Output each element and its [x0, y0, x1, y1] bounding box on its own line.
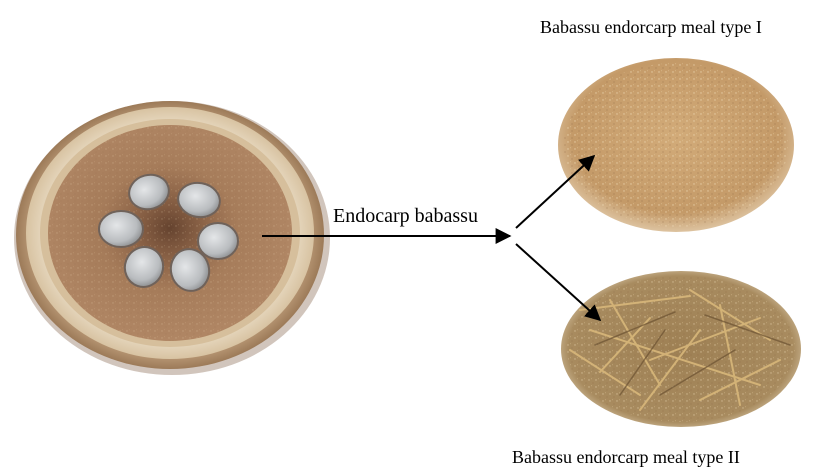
meal-type-2-image [561, 271, 801, 427]
endocarp-label: Endocarp babassu [333, 206, 478, 226]
almond-seed [99, 211, 143, 247]
meal-type-2-label: Babassu endorcarp meal type II [512, 448, 740, 466]
meal-type-1-label: Babassu endorcarp meal type I [540, 18, 762, 36]
endocarp-cross-section-image [14, 101, 330, 375]
almond-seed [198, 223, 238, 259]
arrow-to-meal-type-2 [516, 244, 600, 320]
meal-type-1-image [558, 58, 794, 232]
